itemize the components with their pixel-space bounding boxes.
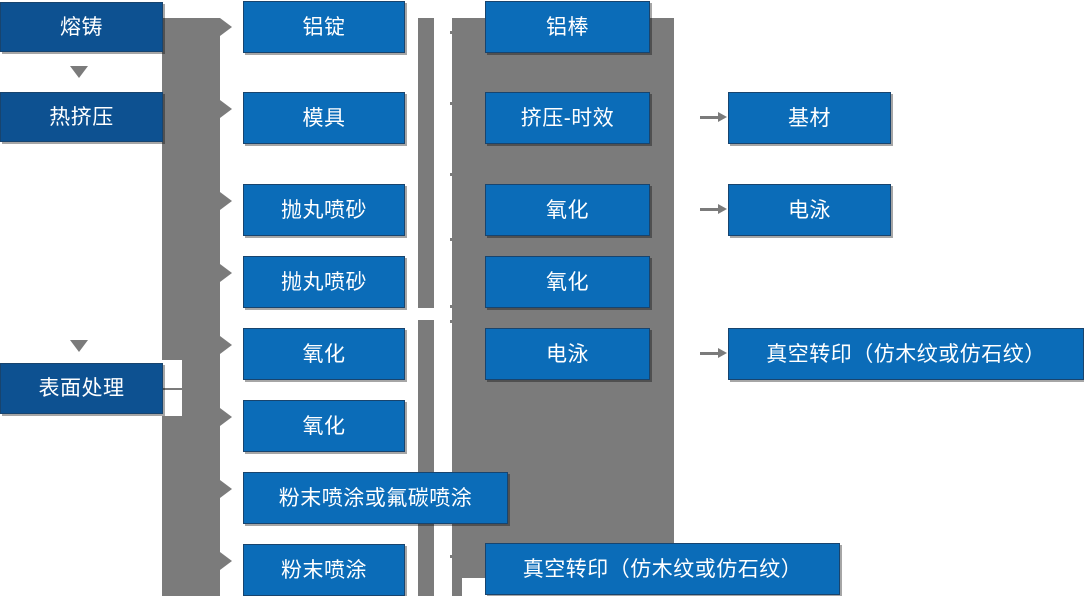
gray-arrow-to-oxidation-1 [220, 336, 232, 354]
node-proc-oxidation-2[interactable]: 氧化 [243, 400, 405, 452]
node-label: 模具 [302, 106, 346, 130]
mid-tick-5 [434, 241, 452, 305]
node-proc-oxidation-1[interactable]: 氧化 [243, 328, 405, 380]
node-treat-extrusion-aging[interactable]: 挤压-时效 [485, 92, 650, 144]
node-proc-shot-blasting-1[interactable]: 抛丸喷砂 [243, 184, 405, 236]
node-label: 氧化 [302, 414, 346, 438]
node-proc-powder-or-fluorocarbon[interactable]: 粉末喷涂或氟碳喷涂 [243, 472, 508, 524]
node-label: 抛丸喷砂 [281, 198, 367, 222]
arrow-to-substrate [700, 112, 727, 122]
gray-band-mid-riser [418, 18, 434, 596]
mid-tick-6 [418, 308, 452, 320]
gray-arrow-to-powder-or-fluorocarbon [220, 480, 232, 498]
node-out-substrate[interactable]: 基材 [728, 92, 891, 144]
node-label: 挤压-时效 [520, 106, 615, 130]
mid-tick-4 [434, 176, 452, 238]
gray-arrow-down-surface [70, 340, 88, 352]
stub-surface-treatment [163, 388, 183, 390]
node-out-electrophoresis[interactable]: 电泳 [728, 184, 891, 236]
node-proc-powder-coating[interactable]: 粉末喷涂 [243, 544, 405, 596]
mid-tick-3 [434, 105, 452, 173]
node-label: 氧化 [302, 342, 346, 366]
node-treat-aluminum-bar[interactable]: 铝棒 [485, 1, 650, 53]
node-label: 抛丸喷砂 [281, 270, 367, 294]
gray-arrow-to-oxidation-2 [220, 408, 232, 426]
node-proc-mold[interactable]: 模具 [243, 92, 405, 144]
node-treat-oxidation-1[interactable]: 氧化 [485, 184, 650, 236]
gray-band-left-main [162, 18, 220, 596]
node-label: 熔铸 [60, 15, 103, 39]
mid-tick-1 [434, 18, 452, 31]
node-stage-casting[interactable]: 熔铸 [0, 2, 163, 52]
node-label: 真空转印（仿木纹或仿石纹） [766, 342, 1046, 366]
node-label: 氧化 [546, 198, 589, 222]
node-label: 粉末喷涂或氟碳喷涂 [278, 486, 473, 510]
gray-arrow-to-aluminum-ingot [220, 18, 232, 36]
node-treat-oxidation-2[interactable]: 氧化 [485, 256, 650, 308]
node-proc-shot-blasting-2[interactable]: 抛丸喷砂 [243, 256, 405, 308]
node-label: 氧化 [546, 270, 589, 294]
gray-arrow-to-powder-coating [220, 552, 232, 570]
gray-arrow-to-mold [220, 100, 232, 118]
node-stage-hot-extrusion[interactable]: 热挤压 [0, 92, 163, 142]
arrow-to-electrophoresis [700, 204, 727, 214]
arrow-to-vacuum-transfer [700, 348, 727, 358]
gray-arrow-down-casting [70, 66, 88, 78]
node-treat-vacuum-transfer[interactable]: 真空转印（仿木纹或仿石纹） [485, 543, 840, 595]
node-stage-surface-treatment[interactable]: 表面处理 [0, 363, 163, 414]
gray-arrow-to-shot-blasting-2 [220, 264, 232, 282]
mid-tick-2 [434, 34, 452, 102]
mid-tick-8 [434, 558, 452, 596]
node-label: 基材 [788, 106, 831, 130]
node-proc-aluminum-ingot[interactable]: 铝锭 [243, 1, 405, 53]
node-label: 热挤压 [49, 105, 114, 129]
node-label: 铝锭 [302, 15, 346, 39]
node-label: 真空转印（仿木纹或仿石纹） [522, 557, 803, 581]
node-label: 粉末喷涂 [281, 558, 367, 582]
node-treat-electrophoresis[interactable]: 电泳 [485, 328, 650, 380]
node-label: 电泳 [546, 342, 589, 366]
node-label: 表面处理 [38, 377, 125, 400]
node-out-vacuum-transfer[interactable]: 真空转印（仿木纹或仿石纹） [728, 328, 1084, 380]
node-label: 电泳 [788, 198, 831, 222]
node-label: 铝棒 [546, 15, 589, 39]
gray-arrow-to-shot-blasting-1 [220, 192, 232, 210]
